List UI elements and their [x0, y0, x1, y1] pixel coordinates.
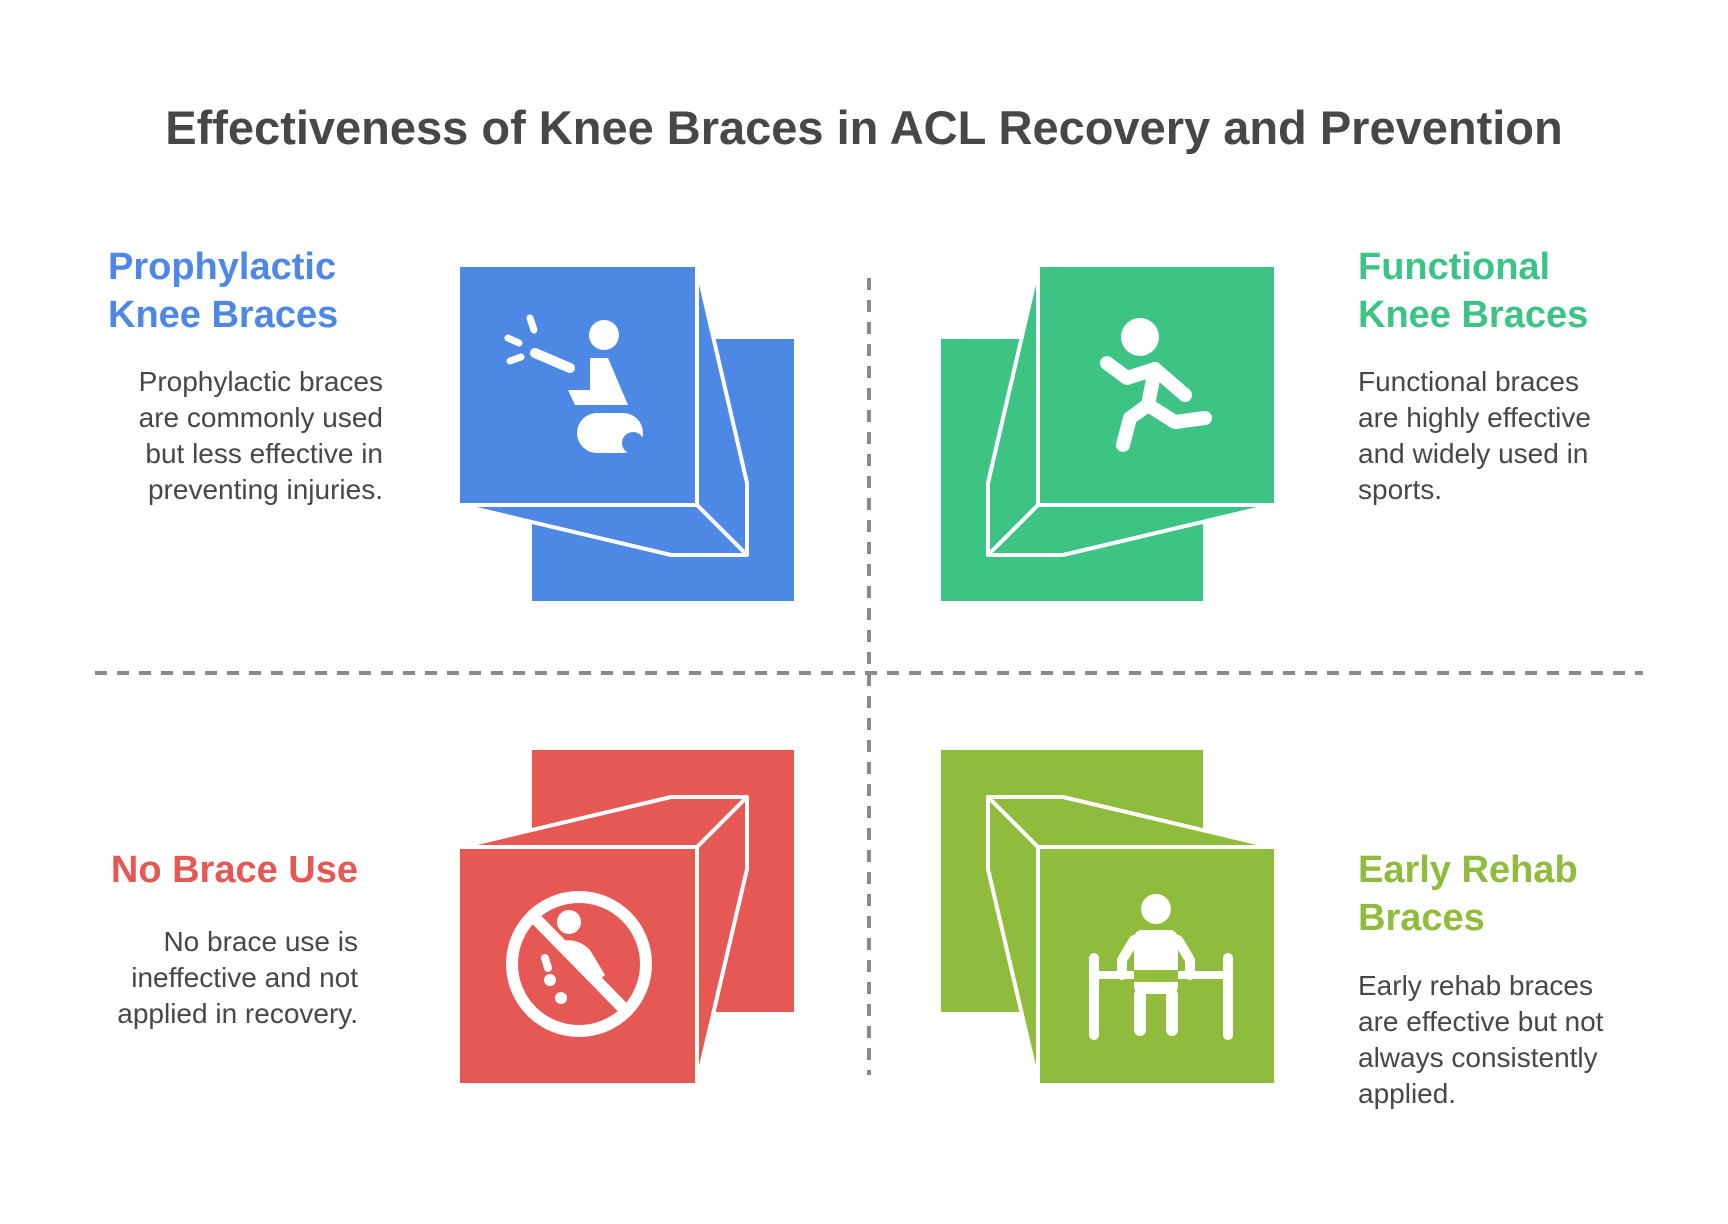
no-brace-box: [459, 750, 794, 1084]
prophylactic-box: [459, 266, 794, 601]
no-brace-title: No Brace Use: [110, 849, 358, 891]
rehab-parallel-bars-icon: [1089, 894, 1233, 1040]
functional-description: Functional braces are highly effective a…: [1358, 366, 1591, 505]
injured-person-icon: [504, 314, 644, 454]
early-rehab-description: Early rehab braces are effective but not…: [1358, 970, 1604, 1109]
functional-box: [941, 266, 1275, 601]
running-person-icon: [1100, 318, 1212, 452]
no-brace-description: No brace use is ineffective and not appl…: [117, 926, 358, 1029]
early-rehab-title: Early Rehab Braces: [1358, 849, 1578, 939]
no-running-icon: [506, 891, 652, 1037]
page-title: Effectiveness of Knee Braces in ACL Reco…: [165, 101, 1563, 154]
prophylactic-title: Prophylactic Knee Braces: [108, 246, 339, 336]
functional-title: Functional Knee Braces: [1358, 246, 1589, 336]
early-rehab-box: [941, 750, 1275, 1084]
prophylactic-description: Prophylactic braces are commonly used bu…: [138, 366, 383, 505]
